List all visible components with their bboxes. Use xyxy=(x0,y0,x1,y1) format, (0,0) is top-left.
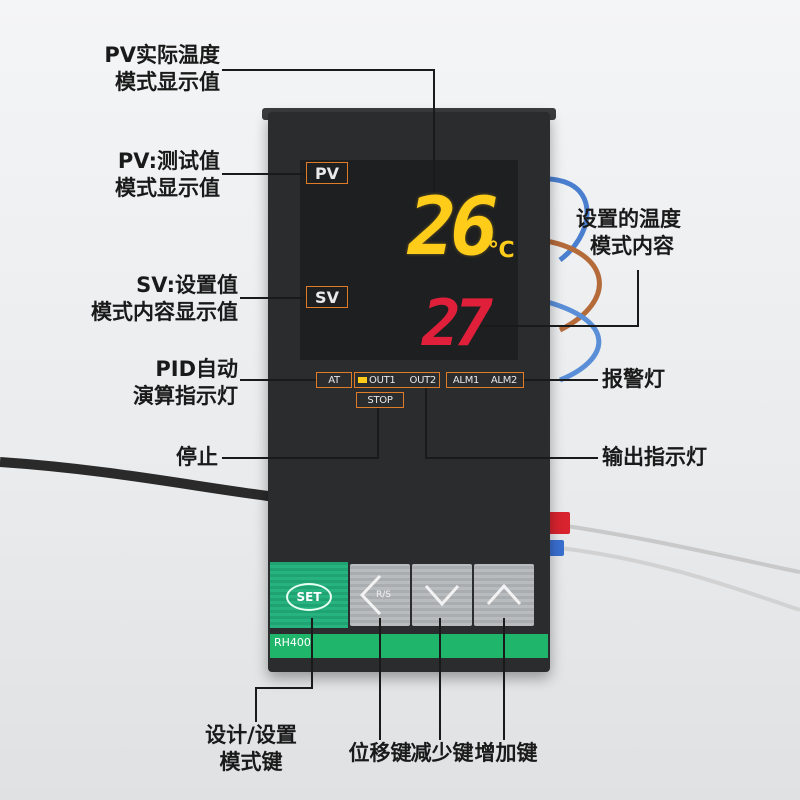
out1-led xyxy=(358,377,367,383)
alm2-label: ALM2 xyxy=(490,374,518,386)
annotation-pv-actual-line2: 模式显示值 xyxy=(115,70,220,94)
chevron-up-icon xyxy=(486,583,522,605)
out1-label: OUT1 xyxy=(369,374,396,386)
annotation-pv-test: PV:测试值 模式显示值 xyxy=(60,148,220,202)
alarm-indicator-group: ALM1 ALM2 xyxy=(446,372,524,388)
annotation-set-temp: 设置的温度 模式内容 xyxy=(576,206,776,260)
annotation-sv-setting-line2: 模式内容显示值 xyxy=(91,300,238,324)
annotation-pv-test-line1: PV:测试值 xyxy=(117,149,220,173)
annotation-sv-setting-line1: SV:设置值 xyxy=(136,273,238,297)
stop-indicator: STOP xyxy=(356,392,404,408)
annotation-set-key-line2: 模式键 xyxy=(219,750,283,774)
celsius-unit: ℃ xyxy=(488,238,515,263)
annotation-pv-actual: PV实际温度 模式显示值 xyxy=(60,42,220,96)
annotation-set-temp-line1: 设置的温度 xyxy=(576,207,681,231)
model-strip xyxy=(270,634,548,658)
annotation-pid-auto-line2: 演算指示灯 xyxy=(133,384,238,408)
annotation-set-temp-line2: 模式内容 xyxy=(590,234,674,258)
annotation-stop: 停止 xyxy=(176,445,218,469)
out2-label: OUT2 xyxy=(409,374,437,386)
annotation-decrease-key: 减少键 xyxy=(410,741,474,765)
set-key[interactable]: SET xyxy=(286,583,332,611)
pv-tag: PV xyxy=(306,162,348,184)
red-terminal xyxy=(548,512,570,534)
sv-readout: 27 xyxy=(422,287,493,361)
blue-terminal xyxy=(548,540,564,556)
pv-readout: 26 xyxy=(408,180,498,273)
out1-indicator: OUT1 xyxy=(358,374,396,386)
shift-key-label: R/S xyxy=(376,590,391,600)
shift-key[interactable]: R/S xyxy=(350,564,410,626)
annotation-increase-key: 增加键 xyxy=(474,741,538,765)
annotation-set-key: 设计/设置 模式键 xyxy=(176,722,326,776)
at-indicator: AT xyxy=(316,372,352,388)
increase-key[interactable] xyxy=(474,564,534,626)
shift-arrow-icon xyxy=(359,574,382,616)
sv-tag: SV xyxy=(306,286,348,308)
annotation-alarm: 报警灯 xyxy=(602,367,665,391)
annotation-sv-setting: SV:设置值 模式内容显示值 xyxy=(40,272,238,326)
annotation-pid-auto-line1: PID自动 xyxy=(155,357,238,381)
model-label: RH400 xyxy=(274,636,311,649)
annotation-set-key-line1: 设计/设置 xyxy=(205,723,297,747)
out-indicator-group: OUT1 OUT2 xyxy=(354,372,440,388)
annotation-shift-key: 位移键 xyxy=(348,741,412,765)
alm1-label: ALM1 xyxy=(452,374,480,386)
chevron-down-icon xyxy=(424,585,460,607)
annotation-output: 输出指示灯 xyxy=(602,445,707,469)
annotation-pv-test-line2: 模式显示值 xyxy=(115,176,220,200)
annotation-pid-auto: PID自动 演算指示灯 xyxy=(60,356,238,410)
decrease-key[interactable] xyxy=(412,564,472,626)
annotation-pv-actual-line1: PV实际温度 xyxy=(104,43,220,67)
